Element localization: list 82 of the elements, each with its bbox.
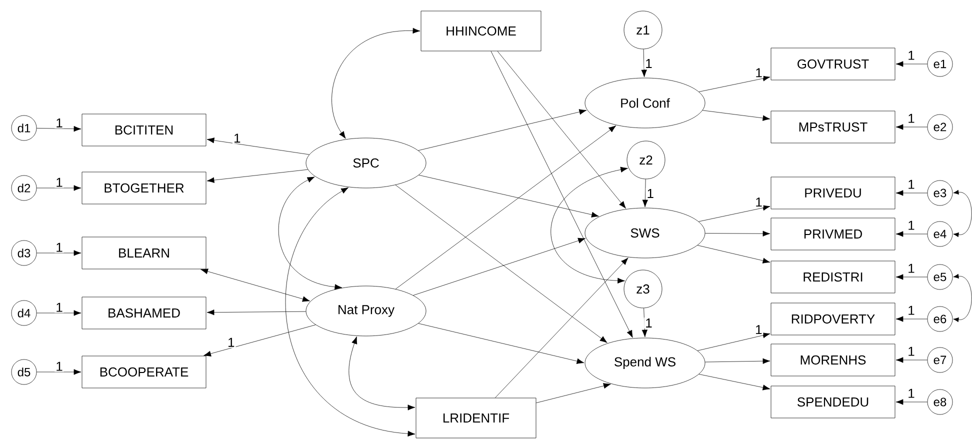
edge-label: 1 <box>906 262 916 274</box>
arrow <box>418 323 584 364</box>
arrow <box>418 109 587 151</box>
variable-box: RIDPOVERTY <box>770 302 896 336</box>
variable-box: PRIVEDU <box>770 176 896 210</box>
arrow <box>206 310 306 316</box>
edge-label: 1 <box>226 336 236 348</box>
arrow <box>418 174 599 218</box>
arrow <box>896 124 928 130</box>
variable-box: REDISTRI <box>770 260 896 294</box>
arrow <box>536 383 611 404</box>
covariance-arrow <box>550 166 628 284</box>
edge-label: 1 <box>646 188 655 199</box>
edge-label: 1 <box>54 302 64 313</box>
arrow <box>642 308 648 338</box>
arrow <box>702 110 770 121</box>
edge-label: 1 <box>54 117 64 128</box>
arrow <box>896 316 928 322</box>
arrow <box>896 190 928 196</box>
arrow <box>698 76 770 92</box>
covariance-arrow <box>348 336 416 410</box>
edge-label: 1 <box>54 360 64 372</box>
arrow <box>36 250 82 256</box>
edge-label: 1 <box>754 67 764 78</box>
variable-box: HHINCOME <box>420 10 542 52</box>
arrow <box>206 169 308 183</box>
variable-box: BCITITEN <box>82 114 206 146</box>
covariance-arrow <box>953 190 972 238</box>
arrow <box>704 358 770 364</box>
variable-box: BTOGETHER <box>82 172 206 204</box>
edge-label: 1 <box>754 324 764 336</box>
arrow <box>36 126 82 132</box>
edge-label: 1 <box>906 50 916 61</box>
arrow <box>36 369 82 375</box>
variable-box: SPENDEDU <box>770 386 896 418</box>
arrow <box>896 399 928 405</box>
arrow <box>896 61 928 67</box>
variable-box: BASHAMED <box>82 296 206 330</box>
arrow <box>705 230 770 236</box>
variable-box: MPsTRUST <box>770 110 896 144</box>
arrow <box>204 324 316 356</box>
arrow <box>697 332 770 351</box>
arrow <box>200 268 310 302</box>
arrow <box>395 126 616 290</box>
covariance-arrow <box>953 274 972 322</box>
edge-label: 1 <box>54 242 64 253</box>
arrow <box>896 274 928 280</box>
arrow <box>395 184 608 343</box>
variable-box: PRIVMED <box>770 218 896 250</box>
edge-label: 1 <box>906 304 916 316</box>
edge-label: 1 <box>644 318 654 328</box>
edge-label: 1 <box>754 196 764 208</box>
variable-box: BCOOPERATE <box>82 356 206 388</box>
edge-label: 1 <box>54 176 64 188</box>
variable-box: GOVTRUST <box>770 48 896 80</box>
arrow <box>697 245 770 264</box>
edge-label: 1 <box>232 132 242 144</box>
edge-label: 1 <box>906 220 916 231</box>
covariance-arrow <box>278 176 342 290</box>
arrow <box>494 258 628 398</box>
arrow <box>206 138 310 155</box>
arrow <box>896 357 928 363</box>
arrow <box>413 238 586 296</box>
edge-label: 1 <box>906 388 916 399</box>
edge-label: 1 <box>906 346 916 357</box>
arrow <box>36 185 82 191</box>
arrow <box>896 231 928 237</box>
edge-label: 1 <box>906 112 916 124</box>
arrow <box>497 51 626 209</box>
variable-box: MORENHS <box>770 344 896 376</box>
arrow <box>490 51 633 338</box>
covariance-arrow <box>285 187 416 436</box>
variable-box: LRIDENTIF <box>416 398 536 438</box>
arrow <box>641 48 647 78</box>
arrow <box>36 310 82 316</box>
arrow <box>642 179 648 208</box>
variable-box: BLEARN <box>82 236 206 270</box>
edge-label: 1 <box>906 178 916 190</box>
arrow <box>698 374 770 390</box>
edge-label: 1 <box>644 58 654 69</box>
arrow <box>698 205 770 222</box>
covariance-arrow <box>332 28 420 139</box>
